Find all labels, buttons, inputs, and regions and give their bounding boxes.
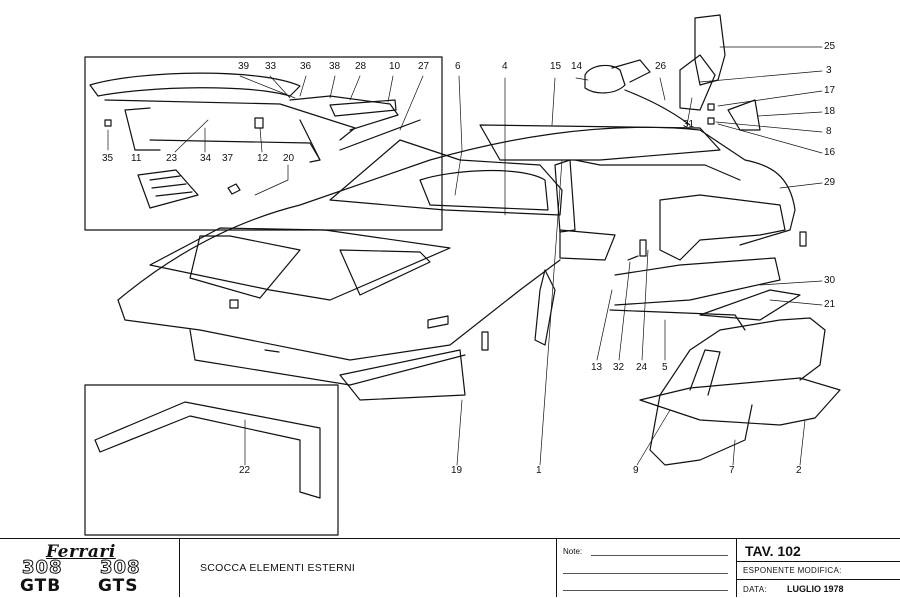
callout-2: 2	[796, 465, 802, 476]
callout-16: 16	[824, 147, 836, 158]
sheet-description: SCOCCA ELEMENTI ESTERNI	[200, 562, 356, 574]
callout-31: 31	[683, 119, 695, 130]
callout-37: 37	[222, 153, 234, 164]
callout-3: 3	[826, 65, 832, 76]
callout-36: 36	[300, 61, 312, 72]
model-gts-number: 308	[100, 557, 141, 579]
callout-32: 32	[613, 362, 625, 373]
car-body-drawing	[117, 124, 796, 401]
callout-34: 34	[200, 153, 212, 164]
rear-quarter-components	[481, 14, 841, 466]
inset-leaders	[107, 75, 424, 196]
info-cell: TAV. 102 ESPONENTE MODIFICA: DATA: LUGLI…	[737, 539, 900, 597]
notes-line	[563, 590, 728, 591]
notes-line	[591, 555, 728, 556]
model-gtb-suffix: GTB	[20, 576, 62, 596]
title-block: Ferrari 308 GTB 308 GTS SCOCCA ELEMENTI …	[0, 538, 900, 597]
callout-10: 10	[389, 61, 401, 72]
callout-38: 38	[329, 61, 341, 72]
callout-33: 33	[265, 61, 277, 72]
callout-22: 22	[239, 465, 251, 476]
callout-11: 11	[131, 153, 142, 164]
callout-5: 5	[662, 362, 668, 373]
callout-1: 1	[536, 465, 542, 476]
revision-label: ESPONENTE MODIFICA:	[743, 566, 842, 575]
callout-21: 21	[824, 299, 836, 310]
exploded-body-drawing	[84, 14, 841, 536]
callout-30: 30	[824, 275, 836, 286]
callout-9: 9	[633, 465, 639, 476]
callout-18: 18	[824, 106, 836, 117]
callout-7: 7	[729, 465, 735, 476]
callout-27: 27	[418, 61, 430, 72]
roof-panel-drawing	[89, 72, 421, 209]
logo-cell: Ferrari 308 GTB 308 GTS	[0, 539, 180, 597]
ferrari-logo: Ferrari	[46, 542, 116, 562]
callout-8: 8	[826, 126, 832, 137]
table-number: TAV. 102	[745, 543, 801, 559]
window-seal-drawing	[94, 401, 321, 499]
callout-28: 28	[355, 61, 367, 72]
main-leaders	[244, 46, 823, 466]
revision-row: ESPONENTE MODIFICA:	[737, 561, 900, 580]
callout-39: 39	[238, 61, 250, 72]
callout-12: 12	[257, 153, 269, 164]
roof-detail-inset	[84, 56, 443, 231]
callout-25: 25	[824, 41, 836, 52]
notes-line	[563, 573, 728, 574]
model-gtb-number: 308	[22, 557, 63, 579]
callout-35: 35	[102, 153, 114, 164]
date-value: LUGLIO 1978	[787, 584, 844, 594]
seal-detail-inset	[84, 384, 339, 536]
model-gts-suffix: GTS	[98, 576, 139, 596]
callout-20: 20	[283, 153, 295, 164]
date-label: DATA:	[743, 585, 767, 594]
callout-19: 19	[451, 465, 463, 476]
description-cell: SCOCCA ELEMENTI ESTERNI	[180, 539, 557, 597]
date-row: DATA: LUGLIO 1978	[737, 579, 900, 598]
notes-label: Note:	[563, 547, 583, 556]
callout-4: 4	[502, 61, 508, 72]
callout-15: 15	[550, 61, 562, 72]
callout-13: 13	[591, 362, 603, 373]
callout-14: 14	[571, 61, 583, 72]
callout-29: 29	[824, 177, 836, 188]
notes-cell: Note:	[557, 539, 737, 597]
callout-23: 23	[166, 153, 178, 164]
callout-6: 6	[455, 61, 461, 72]
callout-24: 24	[636, 362, 648, 373]
callout-17: 17	[824, 85, 836, 96]
callout-26: 26	[655, 61, 667, 72]
